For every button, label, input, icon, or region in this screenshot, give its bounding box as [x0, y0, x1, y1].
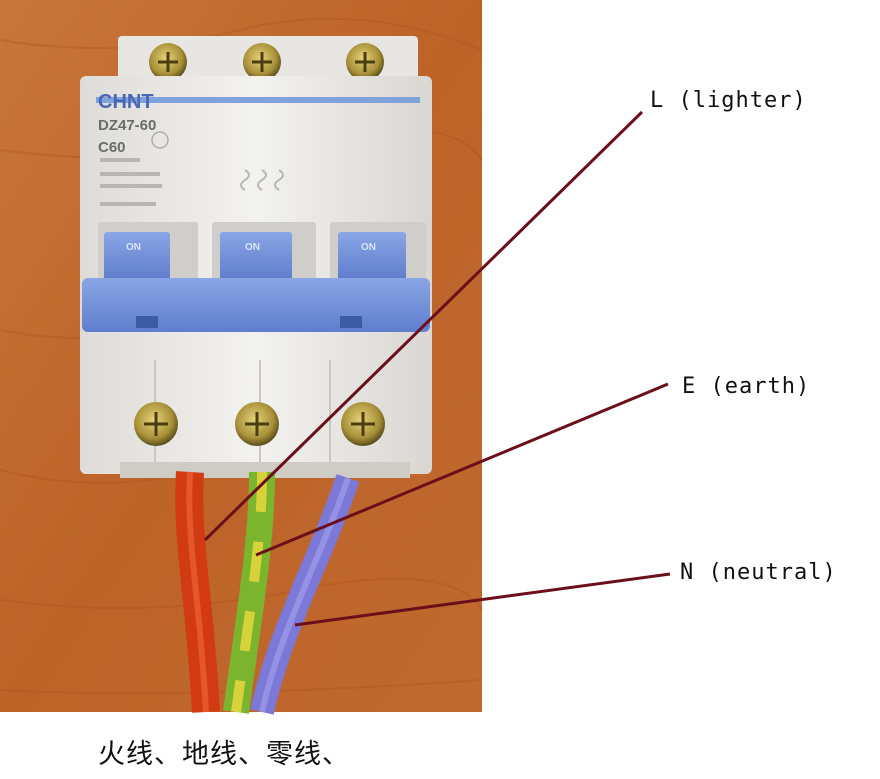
trip-curve-icon [240, 169, 284, 191]
label-live: L (lighter) [650, 88, 807, 113]
handle-on-text: ON [361, 242, 376, 253]
leader-line-live [203, 110, 644, 542]
handle-pole-3[interactable] [338, 232, 406, 280]
breaker-handles[interactable]: ON ON ON [104, 232, 406, 280]
label-earth: E (earth) [682, 374, 811, 399]
leader-line-neutral [294, 572, 671, 627]
breaker-model: DZ47-60 [98, 117, 156, 134]
handle-on-text: ON [126, 242, 141, 253]
handle-pole-2[interactable] [220, 232, 292, 280]
breaker-brand: CHNT [98, 91, 154, 113]
handle-on-text: ON [245, 242, 260, 253]
certification-mark-icon [151, 131, 169, 149]
label-neutral: N (neutral) [680, 560, 837, 585]
caption: 火线、地线、零线、 [98, 739, 350, 770]
handle-tie-bar[interactable] [82, 278, 430, 332]
fine-print [100, 158, 162, 206]
handle-pole-1[interactable] [104, 232, 170, 280]
leader-line-earth [255, 382, 669, 557]
bottom-screws [134, 402, 385, 446]
top-screws [149, 43, 384, 81]
breaker-rating: C60 [98, 139, 126, 156]
leader-lines [203, 110, 671, 627]
